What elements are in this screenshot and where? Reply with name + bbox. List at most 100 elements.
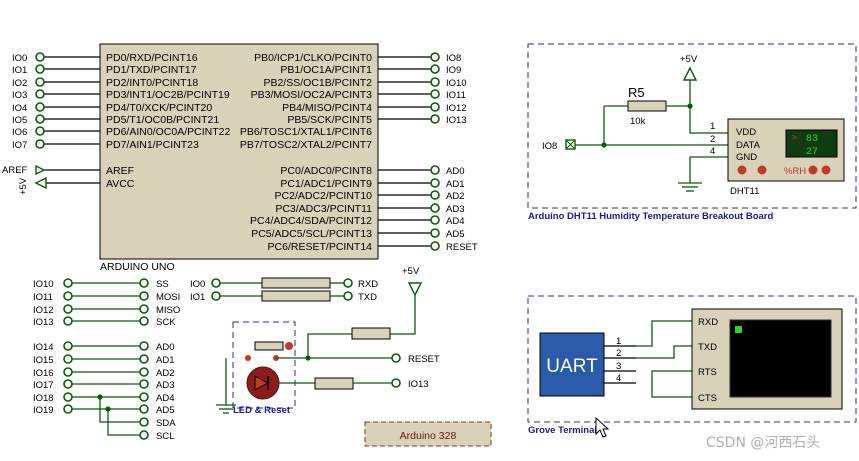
svg-text:AREF: AREF bbox=[106, 165, 134, 177]
arduino-328-label: Arduino 328 bbox=[364, 421, 492, 447]
arduino-name: ARDUINO UNO bbox=[100, 261, 175, 273]
svg-text:PD6/AIN0/OC0A/PCINT22: PD6/AIN0/OC0A/PCINT22 bbox=[106, 126, 230, 138]
svg-text:SS: SS bbox=[156, 279, 169, 290]
svg-text:IO11: IO11 bbox=[33, 292, 53, 303]
svg-text:IO8: IO8 bbox=[542, 141, 557, 152]
svg-text:4: 4 bbox=[616, 373, 621, 384]
pc-pin-1: AD1 PC1/ADC1/PCINT9 bbox=[280, 178, 464, 190]
svg-text:PB7/TOSC2/XTAL2/PCINT7: PB7/TOSC2/XTAL2/PCINT7 bbox=[240, 139, 372, 151]
svg-text:SDA: SDA bbox=[156, 418, 176, 429]
svg-text:IO13: IO13 bbox=[33, 317, 54, 328]
svg-text:MISO: MISO bbox=[156, 305, 180, 316]
svg-text:IO14: IO14 bbox=[33, 342, 54, 353]
svg-text:PD7/AIN1/PCINT23: PD7/AIN1/PCINT23 bbox=[106, 139, 199, 151]
svg-text:IO2: IO2 bbox=[12, 78, 27, 89]
svg-text:AD1: AD1 bbox=[446, 179, 464, 190]
temp-button-icon[interactable] bbox=[821, 165, 831, 175]
svg-text:RTS: RTS bbox=[698, 367, 717, 378]
svg-text:+5V: +5V bbox=[402, 266, 420, 277]
led-reset-block: +5V RESET IO13 LED & Reset bbox=[216, 266, 440, 416]
svg-text:10k: 10k bbox=[630, 116, 646, 127]
svg-text:IO0: IO0 bbox=[12, 53, 27, 64]
svg-text:IO13: IO13 bbox=[408, 379, 429, 390]
svg-text:AD2: AD2 bbox=[446, 191, 464, 202]
dht11-display bbox=[785, 129, 838, 158]
svg-text:RESET: RESET bbox=[408, 354, 440, 365]
svg-text:RESET: RESET bbox=[446, 242, 478, 253]
svg-text:PC5/ADC5/SCL/PCINT13: PC5/ADC5/SCL/PCINT13 bbox=[251, 228, 372, 240]
svg-text:IO10: IO10 bbox=[33, 279, 54, 290]
led-reset-dashed-box bbox=[232, 321, 296, 409]
svg-text:AD3: AD3 bbox=[156, 380, 174, 391]
reset-button[interactable] bbox=[254, 341, 284, 351]
svg-text:PD3/INT1/OC2B/PCINT19: PD3/INT1/OC2B/PCINT19 bbox=[106, 89, 230, 101]
svg-text:+5V: +5V bbox=[18, 177, 29, 195]
pb-pin-0: IO8 PB0/ICP1/CLKO/PCINT0 bbox=[254, 52, 461, 64]
svg-text:IO4: IO4 bbox=[12, 103, 27, 114]
svg-text:PD0/RXD/PCINT16: PD0/RXD/PCINT16 bbox=[106, 52, 198, 64]
svg-text:AD0: AD0 bbox=[156, 342, 174, 353]
svg-text:IO18: IO18 bbox=[33, 393, 54, 404]
svg-text:IO9: IO9 bbox=[446, 65, 461, 76]
svg-text:%RH: %RH bbox=[784, 166, 806, 177]
terminal-block: Grove Terminal UART 1 2 3 4 RXD TXD RTS … bbox=[527, 295, 857, 438]
svg-text:2: 2 bbox=[710, 134, 715, 145]
svg-text:AD5: AD5 bbox=[446, 229, 464, 240]
svg-text:PC1/ADC1/PCINT9: PC1/ADC1/PCINT9 bbox=[280, 178, 372, 190]
svg-text:Grove Terminal: Grove Terminal bbox=[528, 425, 597, 436]
svg-text:4: 4 bbox=[710, 146, 715, 157]
terminal-dashed-box bbox=[527, 295, 857, 423]
arduino-uno-chip[interactable] bbox=[99, 43, 379, 260]
svg-text:IO13: IO13 bbox=[446, 115, 467, 126]
down-button-icon[interactable] bbox=[737, 165, 747, 175]
svg-text:PB6/TOSC1/XTAL1/PCINT6: PB6/TOSC1/XTAL1/PCINT6 bbox=[240, 126, 372, 138]
dht11-block: Arduino DHT11 Humidity Temperature Break… bbox=[527, 43, 857, 222]
uart-module[interactable] bbox=[539, 332, 605, 397]
svg-text:R5: R5 bbox=[628, 85, 645, 100]
svg-text:2: 2 bbox=[616, 348, 621, 359]
svg-text:PD4/T0/XCK/PCINT20: PD4/T0/XCK/PCINT20 bbox=[106, 102, 212, 114]
up-button-icon[interactable] bbox=[757, 165, 767, 175]
svg-text:IO1: IO1 bbox=[190, 292, 205, 303]
svg-text:LED & Reset: LED & Reset bbox=[233, 405, 291, 416]
pd-pin-4: IO4 PD4/T0/XCK/PCINT20 bbox=[12, 102, 212, 114]
svg-text:IO6: IO6 bbox=[12, 127, 27, 138]
svg-text:AD2: AD2 bbox=[156, 368, 174, 379]
svg-text:IO5: IO5 bbox=[12, 115, 27, 126]
svg-text:RXD: RXD bbox=[358, 279, 378, 290]
svg-text:TXD: TXD bbox=[358, 292, 377, 303]
svg-text:PD1/TXD/PCINT17: PD1/TXD/PCINT17 bbox=[106, 64, 197, 76]
svg-text:AD1: AD1 bbox=[156, 355, 174, 366]
svg-text:PC4/ADC4/SDA/PCINT12: PC4/ADC4/SDA/PCINT12 bbox=[250, 215, 372, 227]
svg-text:PB1/OC1A/PCINT1: PB1/OC1A/PCINT1 bbox=[280, 64, 372, 76]
svg-text:AREF: AREF bbox=[2, 165, 28, 176]
svg-text:Arduino 328: Arduino 328 bbox=[400, 430, 457, 442]
svg-text:+5V: +5V bbox=[680, 54, 698, 65]
svg-text:PB0/ICP1/CLKO/PCINT0: PB0/ICP1/CLKO/PCINT0 bbox=[254, 52, 372, 64]
svg-text:AVCC: AVCC bbox=[106, 178, 135, 190]
svg-text:IO10: IO10 bbox=[446, 78, 467, 89]
unit-button-icon[interactable] bbox=[808, 165, 818, 175]
svg-text:AD5: AD5 bbox=[156, 405, 174, 416]
svg-text:SCK: SCK bbox=[156, 317, 176, 328]
aref-avcc: AREF AREF +5V AVCC bbox=[2, 164, 135, 195]
svg-text:SCL: SCL bbox=[156, 431, 174, 442]
svg-text:IO19: IO19 bbox=[33, 405, 54, 416]
svg-text:Arduino DHT11 Humidity Tempera: Arduino DHT11 Humidity Temperature Break… bbox=[528, 211, 773, 222]
svg-text:1: 1 bbox=[616, 336, 621, 347]
svg-text:PB5/SCK/PCINT5: PB5/SCK/PCINT5 bbox=[287, 114, 372, 126]
svg-text:IO8: IO8 bbox=[446, 53, 461, 64]
svg-text:IO12: IO12 bbox=[446, 103, 467, 114]
